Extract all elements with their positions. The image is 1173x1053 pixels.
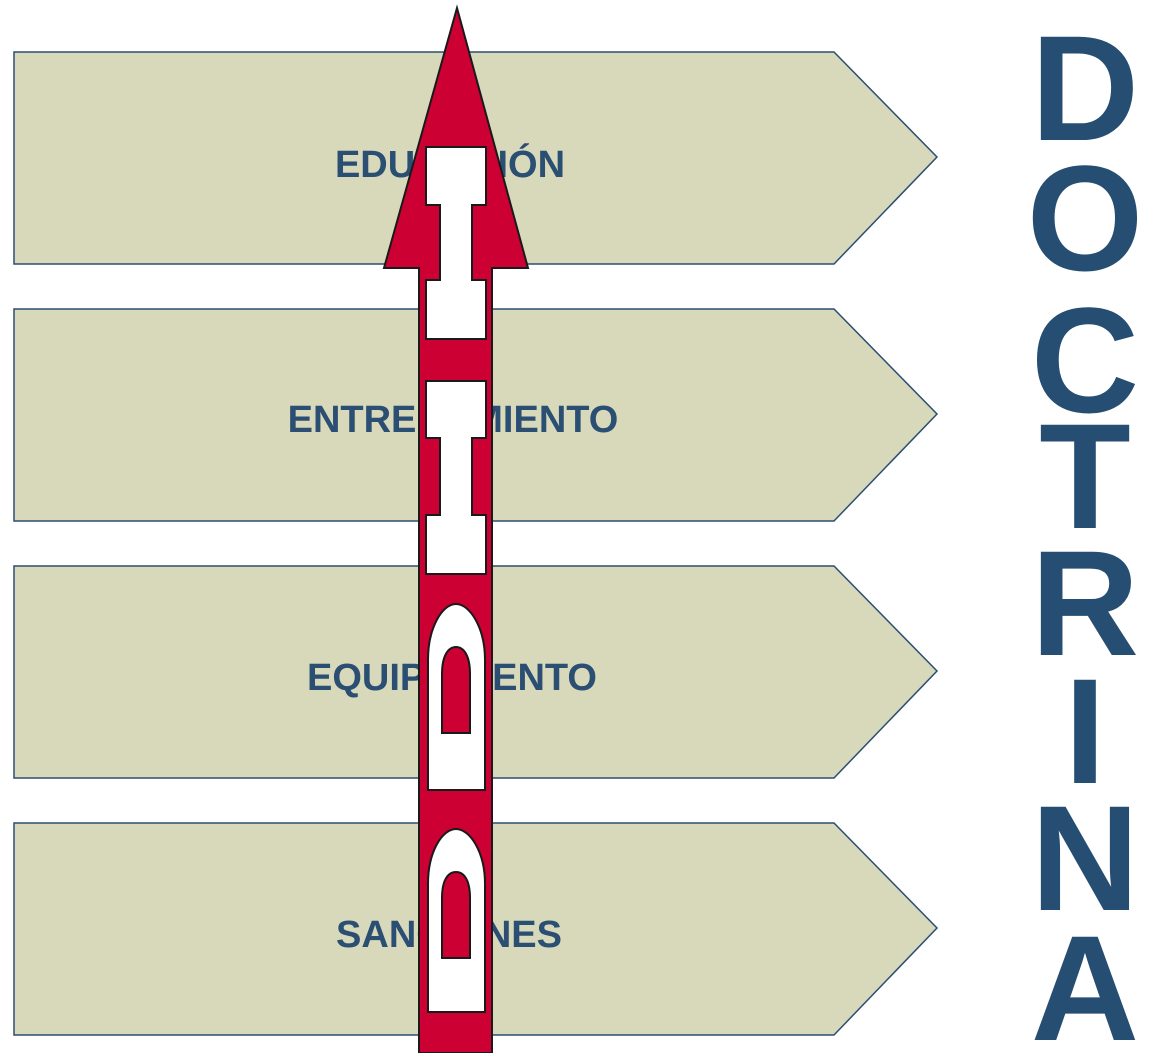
- arrow-letter-i-1: [425, 146, 487, 340]
- vertical-letter-d: D: [1031, 4, 1139, 172]
- vertical-letter-c: C: [1031, 276, 1139, 444]
- arrow-letter-i-2: [425, 380, 487, 575]
- vertical-word: D O C T R I N A: [1027, 4, 1144, 1053]
- vertical-letter-r: R: [1031, 519, 1139, 687]
- arrow-letters: [425, 146, 487, 1013]
- arrow-letter-d-2: [427, 827, 486, 1013]
- vertical-letter-i: I: [1064, 647, 1106, 815]
- vertical-letter-n: N: [1031, 774, 1139, 942]
- vertical-letter-o: O: [1027, 134, 1144, 302]
- vertical-letter-a: A: [1031, 904, 1139, 1053]
- vertical-letter-t: T: [1039, 392, 1131, 560]
- arrow-letter-d-1: [427, 602, 486, 791]
